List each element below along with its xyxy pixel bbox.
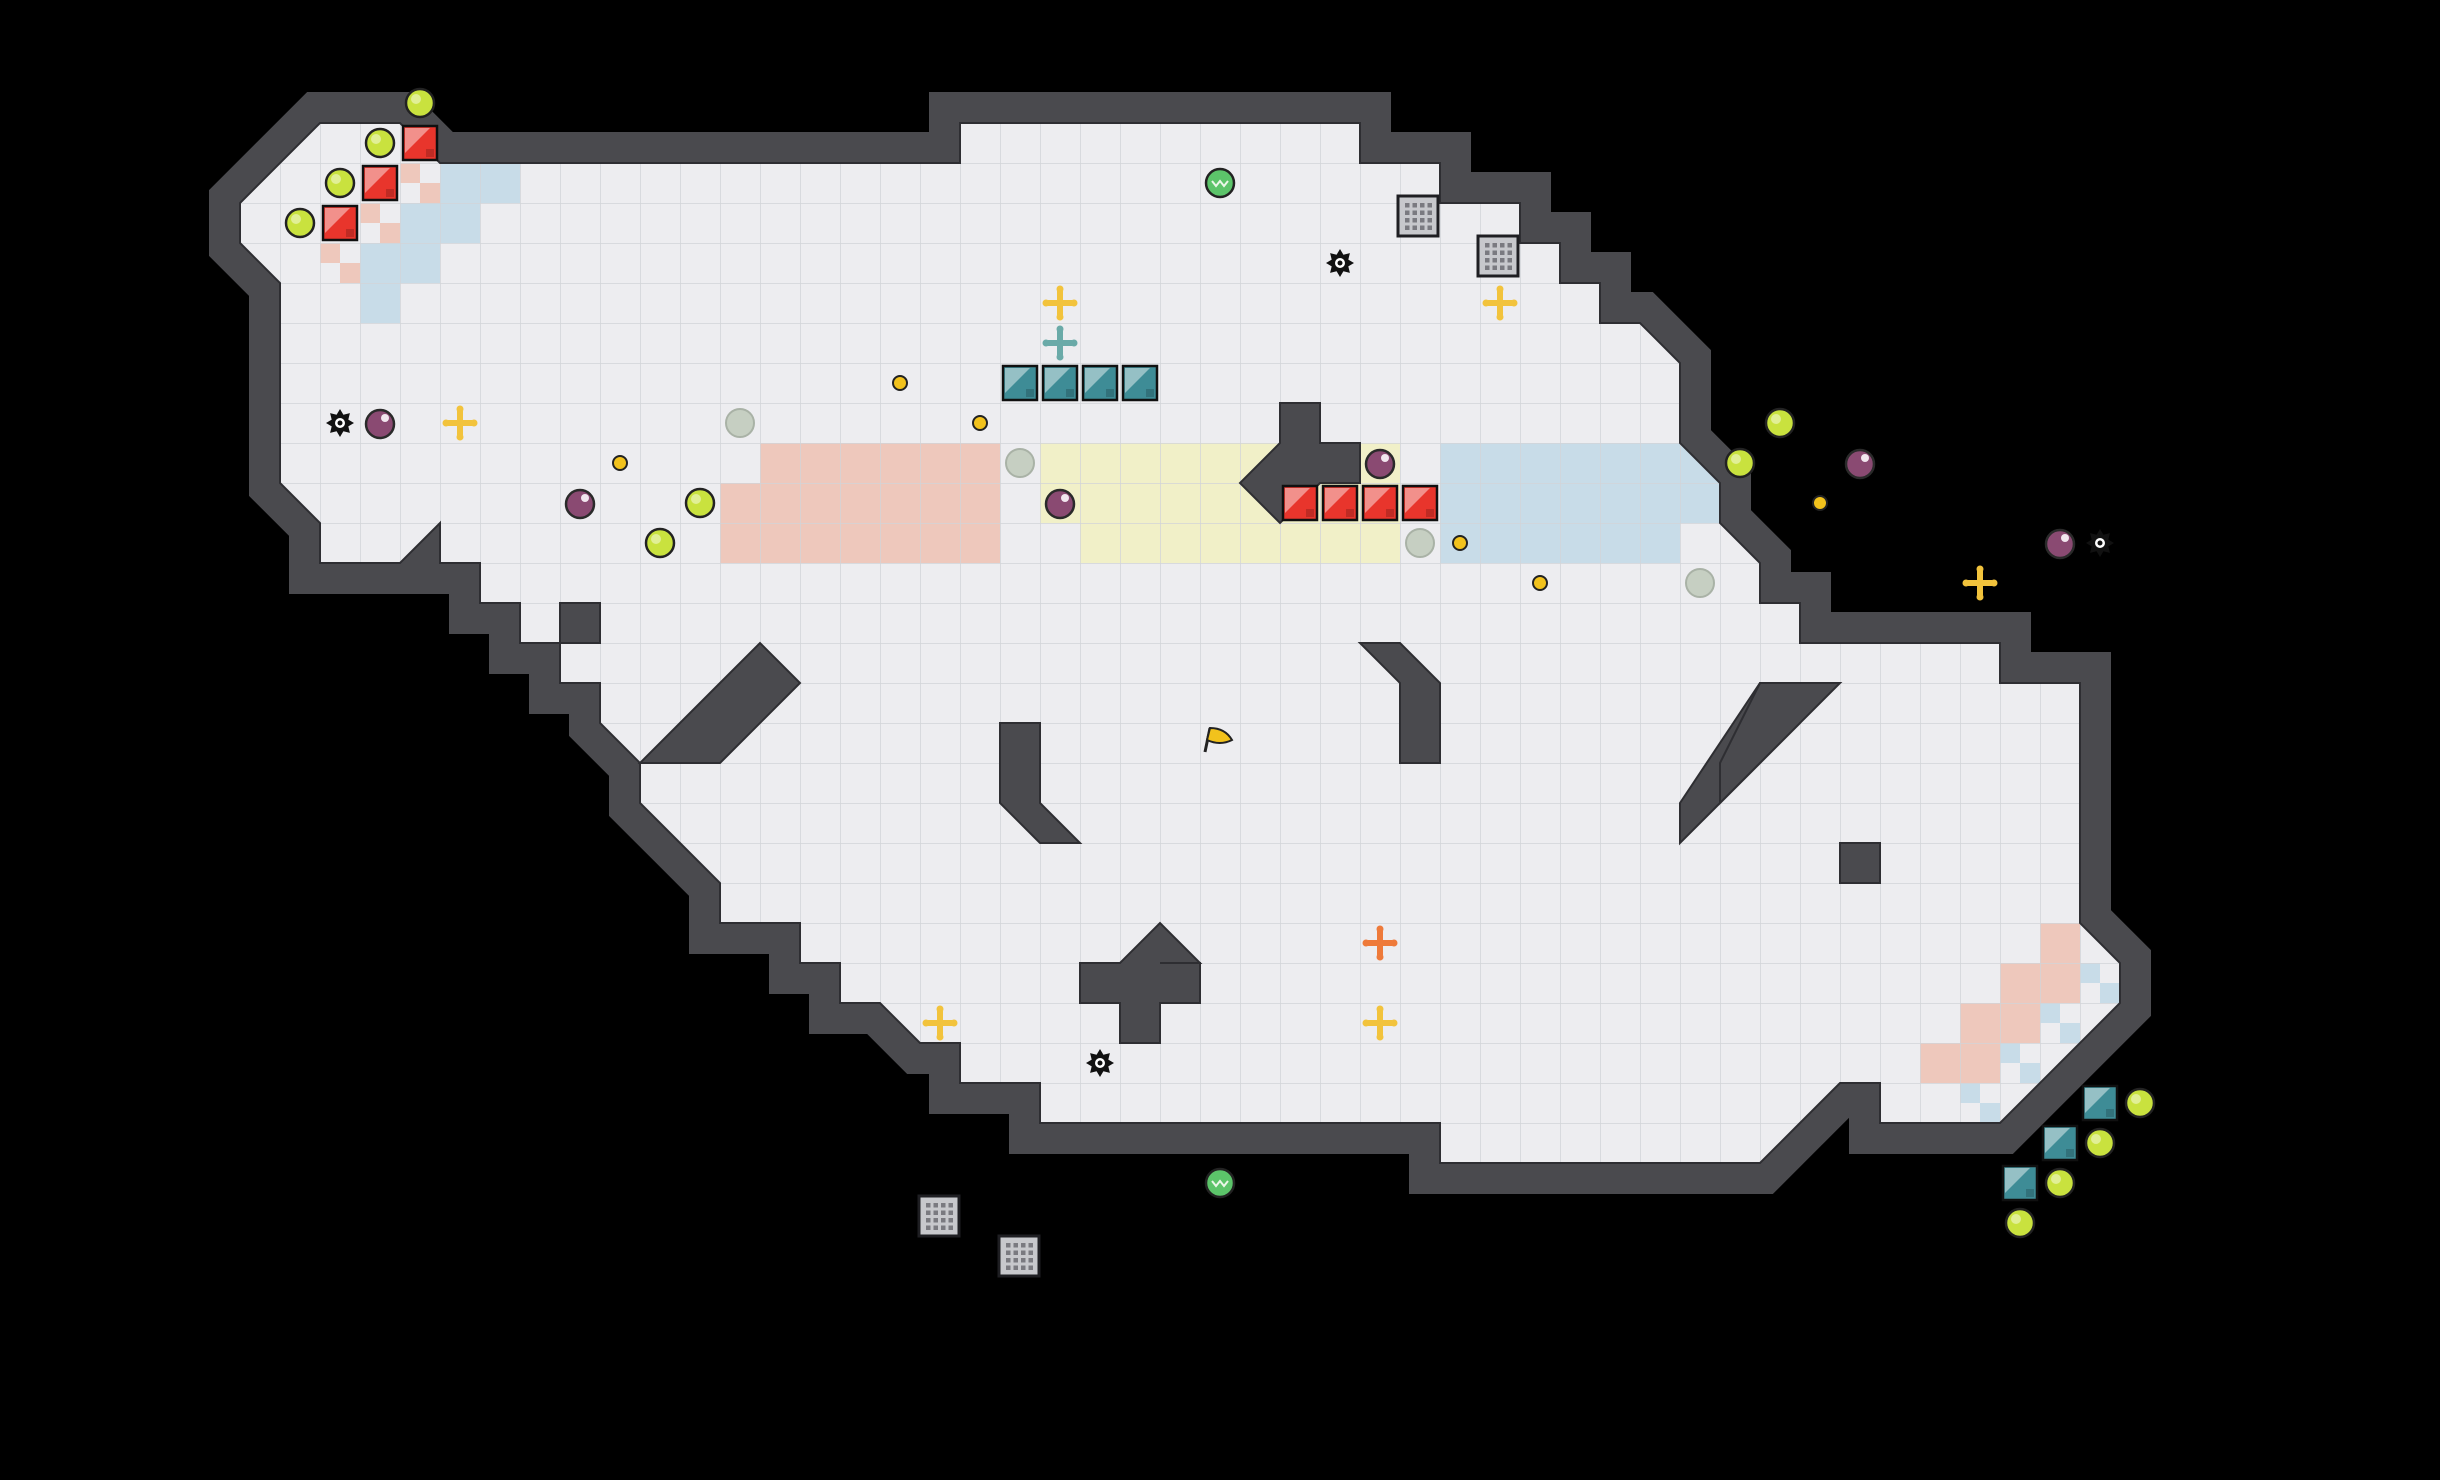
teal-gem-tile[interactable]: [2081, 1084, 2119, 1122]
grate-vent[interactable]: [917, 1194, 961, 1238]
green-speed-pad[interactable]: [1204, 1167, 1236, 1199]
gold-coin[interactable]: [1532, 575, 1548, 591]
grey-disc[interactable]: [1405, 528, 1435, 558]
grate-vent[interactable]: [1476, 234, 1520, 278]
black-spike-mine[interactable]: [326, 409, 354, 437]
purple-potion[interactable]: [1844, 448, 1876, 480]
lime-orb[interactable]: [284, 207, 316, 239]
red-gem-tile[interactable]: [1401, 484, 1439, 522]
lime-orb[interactable]: [404, 87, 436, 119]
red-gem-tile[interactable]: [401, 124, 439, 162]
red-gem-tile[interactable]: [1281, 484, 1319, 522]
yellow-cross[interactable]: [1042, 285, 1078, 321]
lime-orb[interactable]: [364, 127, 396, 159]
teal-gem-tile[interactable]: [1041, 364, 1079, 402]
purple-potion[interactable]: [1364, 448, 1396, 480]
gold-coin[interactable]: [972, 415, 988, 431]
teal-cross[interactable]: [1042, 325, 1078, 361]
yellow-cross[interactable]: [1482, 285, 1518, 321]
red-gem-tile[interactable]: [361, 164, 399, 202]
diagonal-wall: [637, 641, 802, 764]
grate-vent[interactable]: [1396, 194, 1440, 238]
grey-disc[interactable]: [725, 408, 755, 438]
red-gem-tile[interactable]: [1321, 484, 1359, 522]
yellow-cross[interactable]: [1962, 565, 1998, 601]
gold-coin[interactable]: [1812, 495, 1828, 511]
yellow-cross[interactable]: [442, 405, 478, 441]
lime-orb[interactable]: [644, 527, 676, 559]
lime-orb[interactable]: [1724, 447, 1756, 479]
black-spike-mine[interactable]: [1326, 249, 1354, 277]
grate-vent[interactable]: [997, 1234, 1041, 1278]
teal-gem-tile[interactable]: [2001, 1164, 2039, 1202]
black-spike-mine[interactable]: [2086, 529, 2114, 557]
pillar: [559, 602, 601, 644]
lime-orb[interactable]: [324, 167, 356, 199]
pieces: [284, 87, 2156, 1278]
teal-gem-tile[interactable]: [1081, 364, 1119, 402]
gold-coin[interactable]: [612, 455, 628, 471]
interior-walls: [559, 402, 1881, 1044]
curved-wall: [999, 722, 1083, 844]
teal-gem-tile[interactable]: [1121, 364, 1159, 402]
lime-orb[interactable]: [2084, 1127, 2116, 1159]
lime-orb[interactable]: [1764, 407, 1796, 439]
pillar: [1839, 842, 1881, 884]
curved-wall: [1357, 642, 1441, 764]
purple-potion[interactable]: [2044, 528, 2076, 560]
red-gem-tile[interactable]: [1361, 484, 1399, 522]
teal-gem-tile[interactable]: [2041, 1124, 2079, 1162]
purple-potion[interactable]: [364, 408, 396, 440]
gold-coin[interactable]: [1452, 535, 1468, 551]
green-speed-pad[interactable]: [1204, 167, 1236, 199]
floor-grid: [240, 123, 2120, 1163]
teal-gem-tile[interactable]: [1001, 364, 1039, 402]
y-wall: [1079, 921, 1203, 1044]
grey-disc[interactable]: [1005, 448, 1035, 478]
yellow-cross[interactable]: [922, 1005, 958, 1041]
purple-potion[interactable]: [1044, 488, 1076, 520]
purple-potion[interactable]: [564, 488, 596, 520]
yellow-flag[interactable]: [1203, 726, 1234, 753]
lime-orb[interactable]: [2124, 1087, 2156, 1119]
y-wall: [1238, 402, 1361, 525]
orange-cross[interactable]: [1362, 925, 1398, 961]
lime-orb[interactable]: [2004, 1207, 2036, 1239]
lime-orb[interactable]: [2044, 1167, 2076, 1199]
wall-edge: [239, 122, 2121, 1164]
diagonal-wall: [1719, 682, 1843, 806]
black-spike-mine[interactable]: [1086, 1049, 1114, 1077]
grey-disc[interactable]: [1685, 568, 1715, 598]
red-gem-tile[interactable]: [321, 204, 359, 242]
gold-coin[interactable]: [892, 375, 908, 391]
yellow-cross[interactable]: [1362, 1005, 1398, 1041]
lime-orb[interactable]: [684, 487, 716, 519]
